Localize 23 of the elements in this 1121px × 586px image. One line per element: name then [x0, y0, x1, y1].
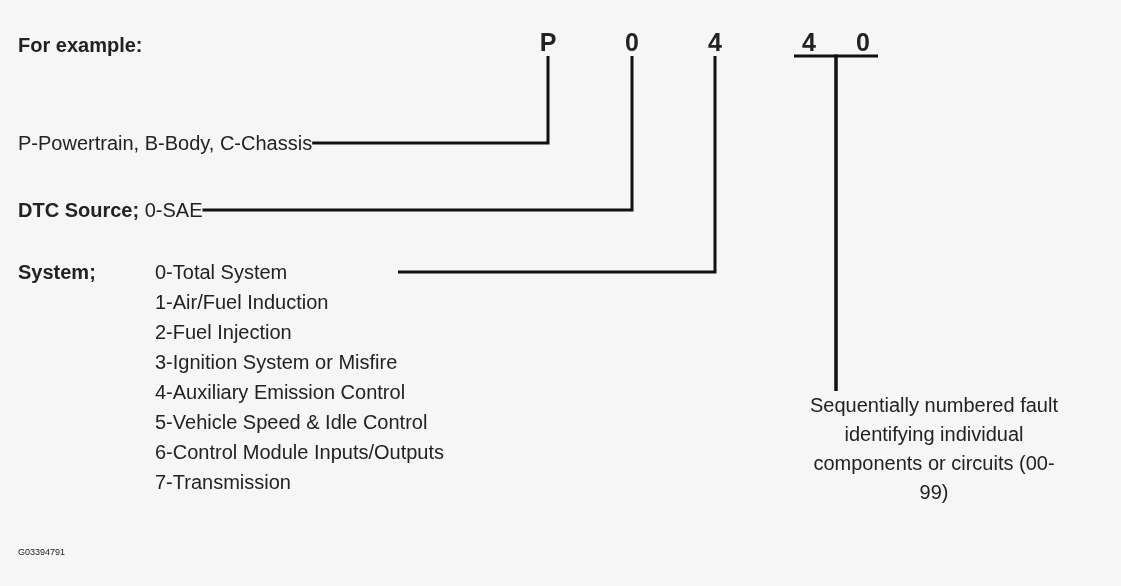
list-item: 4-Auxiliary Emission Control	[155, 380, 406, 404]
description-text: DTC Source; 0-SAE	[18, 198, 203, 222]
description-text: Sequentially numbered fault identifying individual components or circuits (00-99)	[808, 391, 1060, 507]
code-character: 0	[848, 28, 878, 56]
code-character: 4	[700, 28, 730, 56]
leader-line	[834, 54, 878, 391]
figure-code: G03394791	[18, 546, 66, 559]
list-item: 5-Vehicle Speed & Idle Control	[155, 410, 428, 434]
leader-line	[312, 56, 550, 145]
list-item: 2-Fuel Injection	[155, 320, 292, 344]
list-item: 3-Ignition System or Misfire	[155, 350, 398, 374]
category-heading: System;	[18, 260, 96, 284]
list-item: 1-Air/Fuel Induction	[155, 290, 329, 314]
code-character: P	[533, 28, 563, 56]
list-item: 6-Control Module Inputs/Outputs	[155, 440, 445, 464]
example-heading: For example:	[18, 33, 143, 57]
leader-line	[398, 56, 717, 274]
code-character: 4	[794, 28, 824, 56]
leader-line	[202, 56, 634, 212]
description-text: P-Powertrain, B-Body, C-Chassis	[18, 131, 313, 155]
list-item: 0-Total System	[155, 260, 288, 284]
code-character: 0	[617, 28, 647, 56]
list-item: 7-Transmission	[155, 470, 291, 494]
